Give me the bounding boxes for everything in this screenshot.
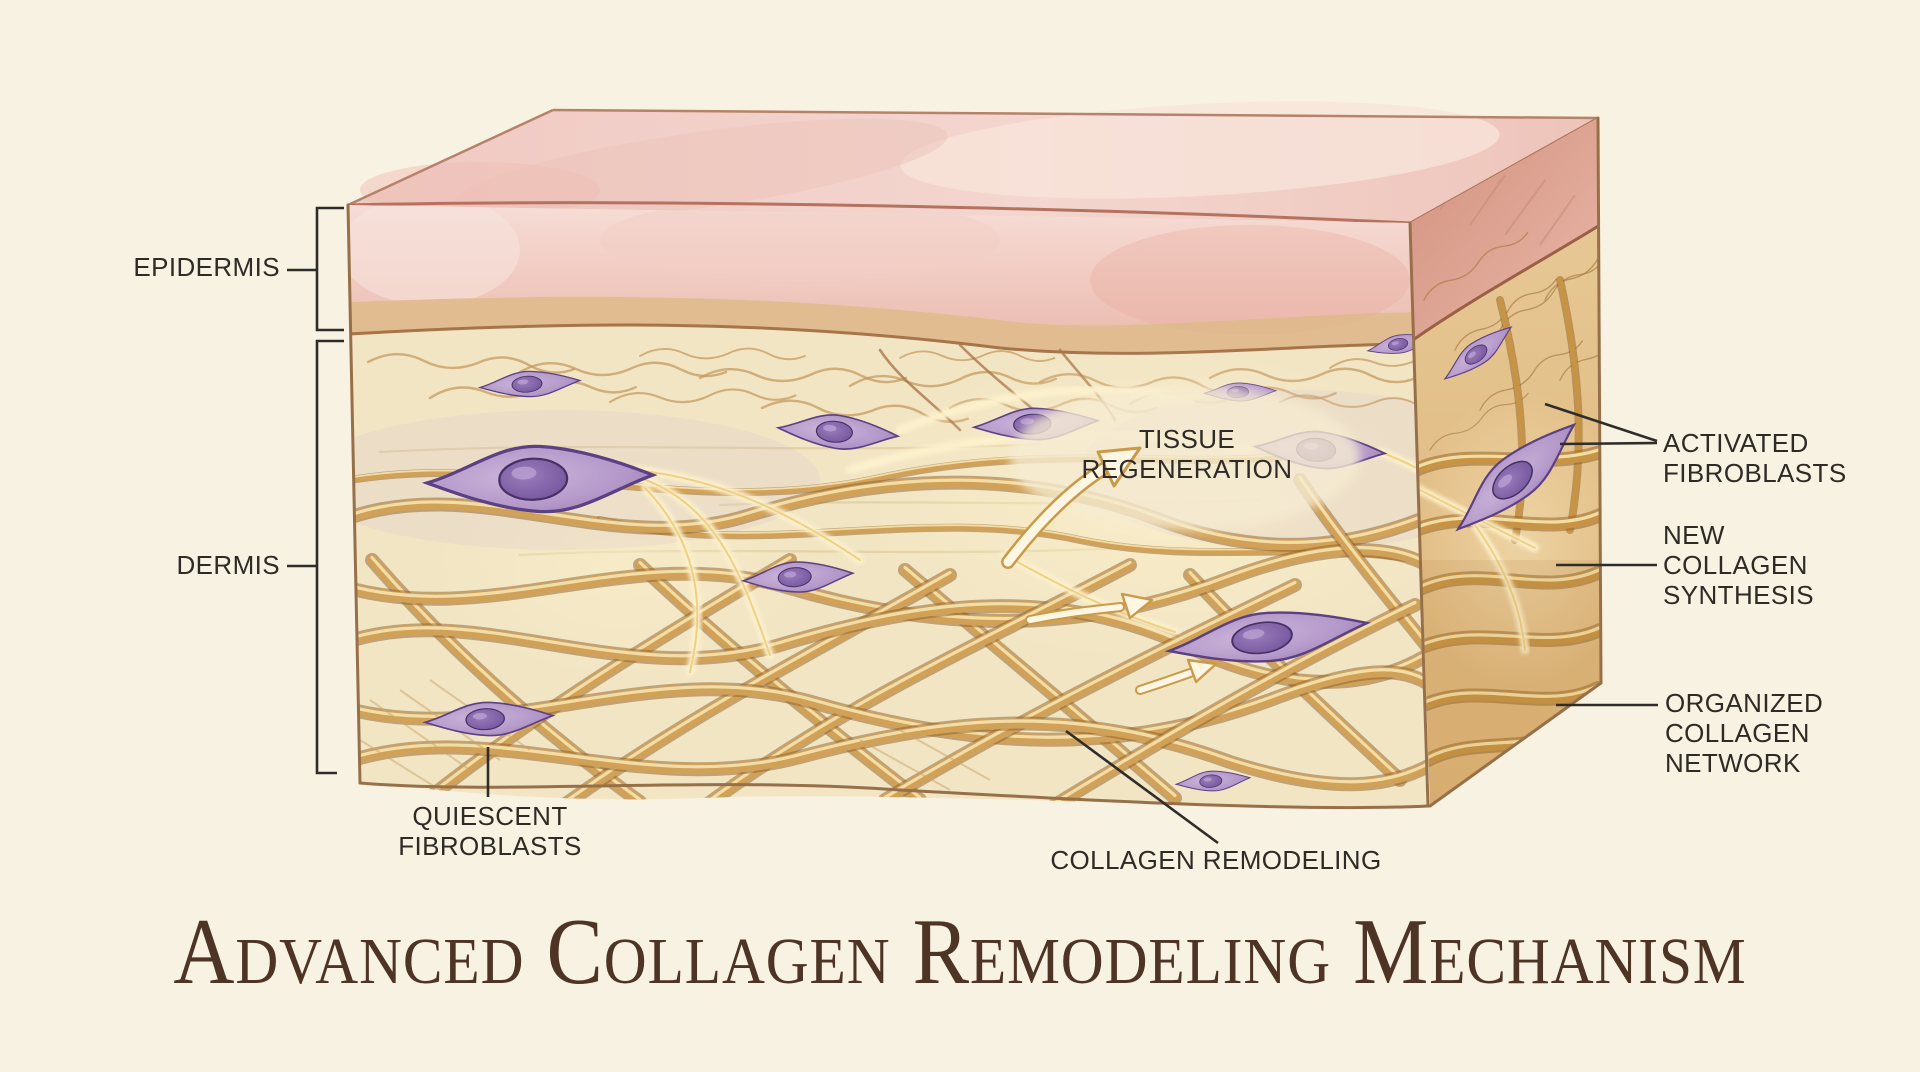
label-dermis-text: DERMIS	[176, 550, 280, 580]
label-quiescent-fibroblasts: QUIESCENT FIBROBLASTS	[398, 801, 582, 861]
activated-leader-2	[1559, 441, 1658, 446]
label-tissue-regeneration: TISSUE REGENERATION	[1081, 424, 1293, 484]
label-epidermis-text: EPIDERMIS	[133, 252, 280, 282]
diagram-title: Advanced Collagen Remodeling Mechanism	[96, 898, 1824, 1006]
right-face	[1410, 118, 1601, 806]
dermal-junction-line	[348, 323, 1413, 355]
leader-lines	[287, 206, 1658, 845]
label-epidermis: EPIDERMIS	[60, 252, 280, 282]
remodeling-leader	[1065, 729, 1219, 845]
diagram-title-text: Advanced Collagen Remodeling Mechanism	[173, 900, 1747, 1004]
label-activated-fibroblasts: ACTIVATED FIBROBLASTS	[1663, 428, 1847, 488]
epidermis-bracket	[315, 206, 344, 332]
remodeling-arrow-1	[1025, 592, 1154, 625]
label-dermis: DERMIS	[60, 550, 280, 580]
activated-leader-1	[1544, 402, 1658, 443]
remodeling-arrow-2	[1135, 658, 1218, 695]
epidermis-top-face	[347, 101, 1599, 225]
front-face	[348, 205, 1428, 808]
label-new-collagen-synthesis: NEW COLLAGEN SYNTHESIS	[1663, 520, 1814, 610]
epidermis-side-band	[1410, 118, 1600, 340]
dermis-bracket	[315, 339, 344, 775]
label-collagen-remodeling: COLLAGEN REMODELING	[1050, 845, 1382, 875]
label-organized-collagen-network: ORGANIZED COLLAGEN NETWORK	[1665, 688, 1824, 778]
block-edges	[346, 116, 1603, 810]
tissue-regeneration-arrow	[1001, 446, 1142, 569]
